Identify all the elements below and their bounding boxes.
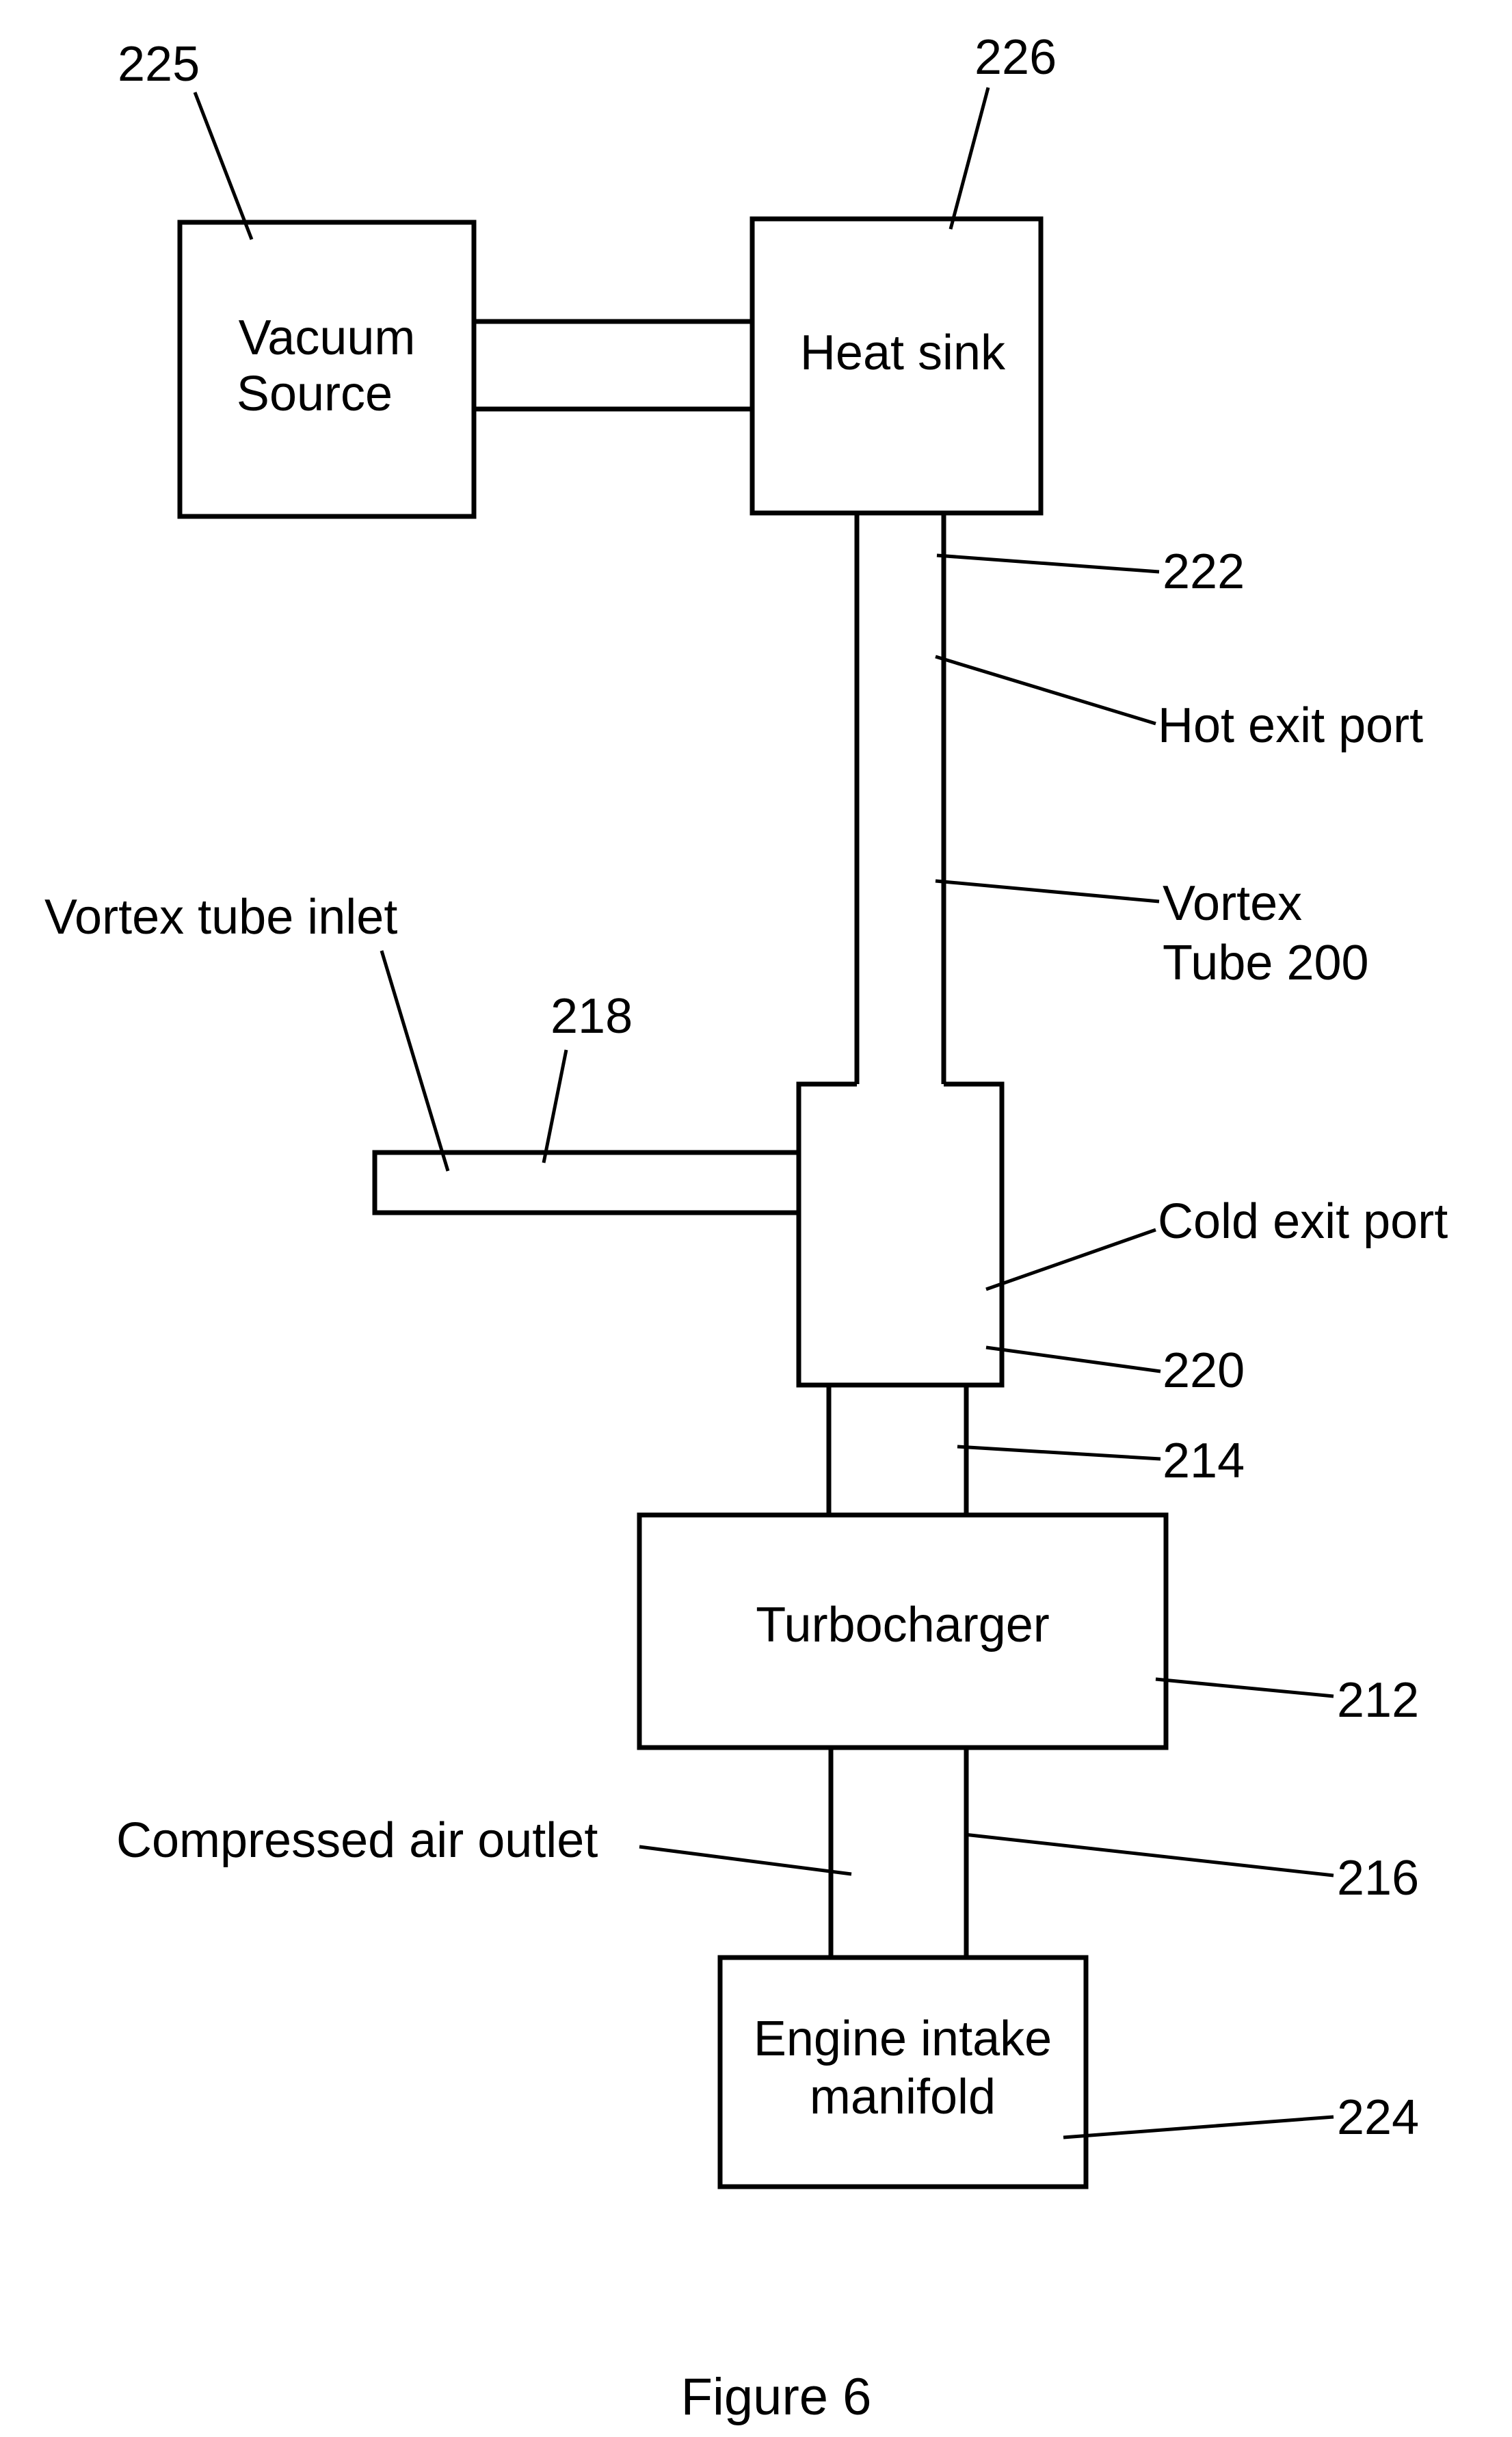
leader-vortex-tube-inlet [382,951,448,1171]
cold-exit-port-label: Cold exit port [1158,1194,1448,1249]
cold-end-block [799,1084,1002,1385]
leader-hot-exit-port [936,657,1156,724]
ref-218: 218 [551,989,633,1044]
ref-214: 214 [1163,1434,1245,1488]
vacuum-source-label-line1: Vacuum [239,311,416,365]
compressed-air-outlet-label: Compressed air outlet [116,1813,598,1868]
turbocharger-label: Turbocharger [756,1598,1050,1652]
leader-222 [937,555,1159,572]
hot-exit-port-label: Hot exit port [1158,698,1423,753]
engine-intake-label-line2: manifold [810,2070,996,2124]
leader-218 [544,1050,566,1163]
leader-220 [986,1347,1160,1371]
leader-vortex-tube [936,881,1159,901]
leader-214 [957,1447,1160,1459]
leader-cold-exit-port [986,1230,1156,1289]
leader-212 [1156,1679,1334,1696]
leader-224 [1063,2117,1334,2137]
vortex-tube-label-line2: Tube 200 [1163,936,1369,990]
ref-225: 225 [118,37,200,92]
ref-222: 222 [1163,544,1245,599]
heat-sink-label: Heat sink [800,326,1006,380]
leader-225 [195,92,252,239]
ref-212: 212 [1337,1673,1419,1728]
leader-compressed-air-outlet [639,1847,851,1874]
ref-220: 220 [1163,1343,1245,1398]
leader-226 [951,88,988,229]
vacuum-source-label-line2: Source [237,367,393,421]
figure-caption: Figure 6 [681,2368,872,2426]
engine-intake-label-line1: Engine intake [754,2012,1052,2066]
ref-226: 226 [974,30,1057,85]
vortex-inlet-pipe [375,1152,799,1213]
vortex-tube-label-line1: Vortex [1163,876,1302,931]
ref-224: 224 [1337,2090,1419,2145]
vortex-tube-inlet-label: Vortex tube inlet [44,890,397,945]
ref-216: 216 [1337,1851,1419,1906]
leader-216 [964,1834,1334,1875]
